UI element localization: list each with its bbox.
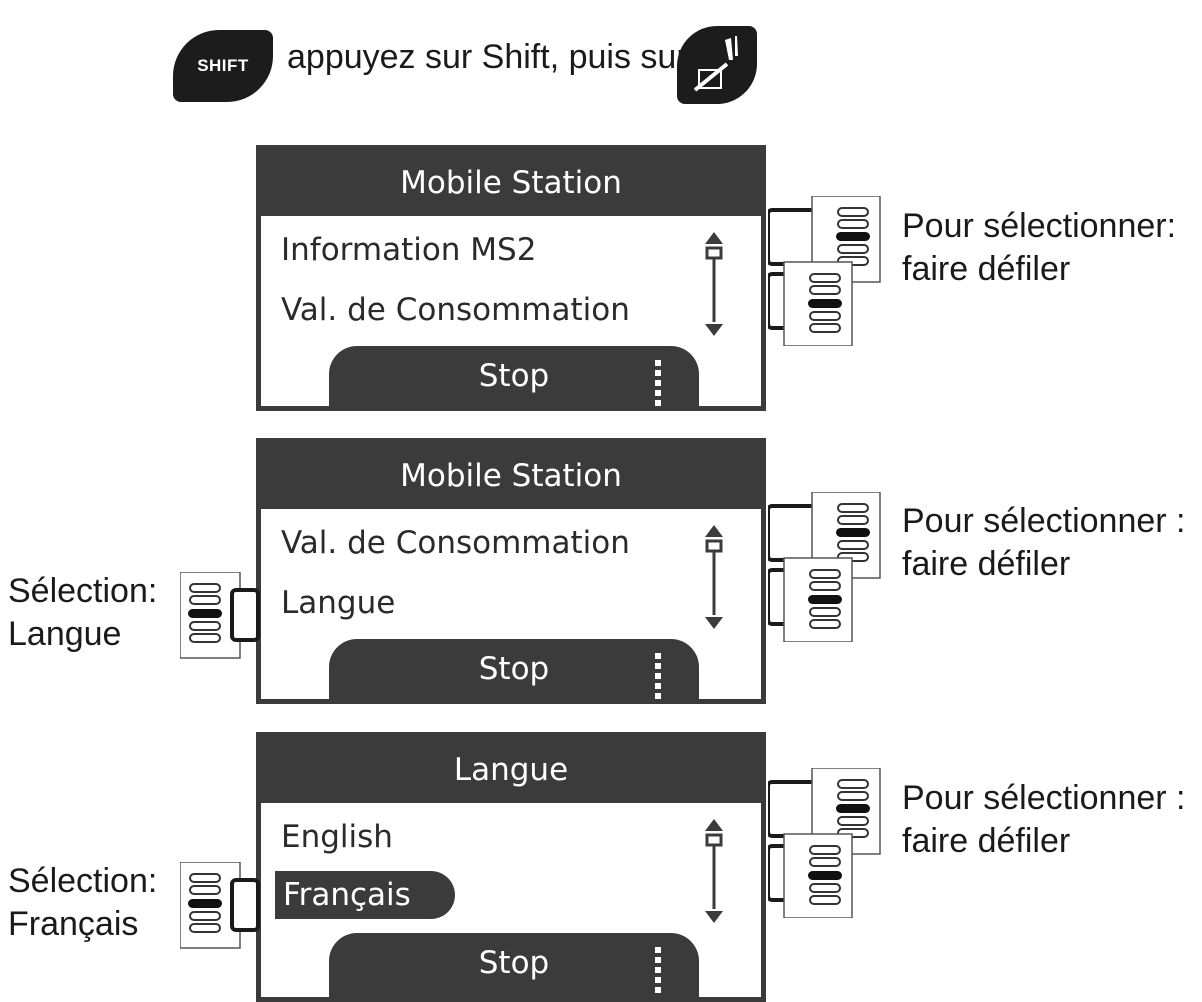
stop-button[interactable]: Stop: [329, 346, 699, 406]
screen-title: Langue: [261, 737, 761, 803]
menu-item-consommation[interactable]: Val. de Consommation: [281, 292, 630, 328]
display-screen-3: Langue English Français Stop: [256, 732, 766, 1002]
scroll-indicator-icon: [705, 819, 723, 923]
screen-title: Mobile Station: [261, 443, 761, 509]
right-label-2: Pour sélectionner : faire défiler: [902, 500, 1186, 586]
menu-item-francais-selected[interactable]: Français: [275, 871, 455, 919]
right-label-line2: faire défiler: [902, 822, 1071, 860]
shift-key[interactable]: SHIFT: [173, 30, 273, 102]
menu-item-information[interactable]: Information MS2: [281, 232, 537, 268]
right-label-line1: Pour sélectionner :: [902, 502, 1186, 540]
menu-item-langue[interactable]: Langue: [281, 585, 396, 621]
right-label-line1: Pour sélectionner:: [902, 207, 1177, 245]
instruction-text: appuyez sur Shift, puis sur: [287, 38, 688, 76]
press-wheel-icon: [180, 862, 260, 949]
scroll-wheel-icon: [768, 768, 881, 918]
wrench-settings-key[interactable]: [677, 26, 757, 104]
screen-title: Mobile Station: [261, 150, 761, 216]
left-label-line2: Français: [8, 905, 139, 943]
press-wheel-icon: [180, 572, 260, 659]
left-label-2: Sélection: Langue: [8, 570, 157, 656]
left-label-line2: Langue: [8, 615, 122, 653]
scroll-wheel-icon: [768, 492, 881, 642]
stop-button[interactable]: Stop: [329, 933, 699, 997]
stop-label: Stop: [478, 945, 550, 981]
display-screen-2: Mobile Station Val. de Consommation Lang…: [256, 438, 766, 704]
stop-label: Stop: [478, 358, 550, 394]
softkey-dots: [655, 653, 661, 699]
wrench-settings-icon: [693, 36, 738, 92]
right-label-3: Pour sélectionner : faire défiler: [902, 777, 1186, 863]
softkey-dots: [655, 360, 661, 406]
scroll-indicator-icon: [705, 232, 723, 336]
softkey-dots: [655, 947, 661, 997]
scroll-wheel-icon: [768, 196, 881, 346]
left-label-line1: Sélection:: [8, 862, 158, 900]
right-label-line1: Pour sélectionner :: [902, 779, 1186, 817]
menu-item-english[interactable]: English: [281, 819, 393, 855]
left-label-line1: Sélection:: [8, 572, 158, 610]
left-label-3: Sélection: Français: [8, 860, 157, 946]
right-label-line2: faire défiler: [902, 250, 1071, 288]
scroll-indicator-icon: [705, 525, 723, 629]
display-screen-1: Mobile Station Information MS2 Val. de C…: [256, 145, 766, 411]
stop-button[interactable]: Stop: [329, 639, 699, 699]
right-label-line2: faire défiler: [902, 545, 1071, 583]
stop-label: Stop: [478, 651, 550, 687]
menu-item-consommation[interactable]: Val. de Consommation: [281, 525, 630, 561]
right-label-1: Pour sélectionner: faire défiler: [902, 205, 1176, 291]
